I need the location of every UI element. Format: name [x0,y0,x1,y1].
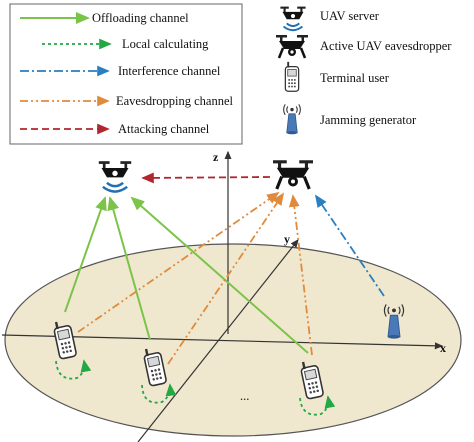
legend-uav-eavesdropper-icon [274,33,310,60]
local-loop-2 [141,383,177,404]
eavesdropping-channels [77,191,313,365]
legend-terminal-user-icon [284,61,300,92]
x-axis-line [1,334,444,350]
legend-right: UAV server Active UAV eavesdropper Termi… [274,5,452,135]
y-axis-label: y [284,232,290,246]
legend-eavesdropping-label: Eavesdropping channel [116,94,234,108]
offloading-channel-3 [130,196,309,354]
legend-local-label: Local calculating [122,37,209,51]
attacking-channel [141,172,271,184]
legend-jamming-generator-icon [283,103,301,135]
eavesdropping-channel-3 [288,194,313,356]
legend-uav-server-label: UAV server [320,9,380,23]
y-axis-line [137,239,299,442]
uav-eavesdropper-icon [271,158,315,191]
legend-left: Offloading channel Local calculating Int… [9,3,243,145]
more-users-ellipsis: ... [240,389,249,403]
offloading-channel-2 [107,196,151,341]
local-calculating-loops [55,359,336,416]
legend-uav-eavesdropper-label: Active UAV eavesdropper [320,39,452,53]
uav-server-icon [97,159,133,193]
local-loop-1 [55,359,92,380]
x-axis-label: x [440,341,446,355]
z-axis-label: z [213,150,219,164]
legend-offloading-label: Offloading channel [92,11,189,25]
eavesdropping-channel-2 [167,192,285,365]
eavesdropping-channel-1 [77,191,280,333]
interference-channel [314,194,385,297]
legend-left-box [9,3,243,145]
legend-jamming-generator-label: Jamming generator [320,113,417,127]
legend-attacking-label: Attacking channel [118,122,210,136]
ground-plane [4,243,462,437]
local-loop-3 [299,395,336,416]
legend-interference-label: Interference channel [118,64,221,78]
offloading-channel-1 [64,196,107,313]
legend-terminal-user-label: Terminal user [320,71,390,85]
legend-uav-server-icon [279,5,307,32]
coordinate-axes: x z y [1,150,446,442]
offloading-channels [64,196,309,354]
